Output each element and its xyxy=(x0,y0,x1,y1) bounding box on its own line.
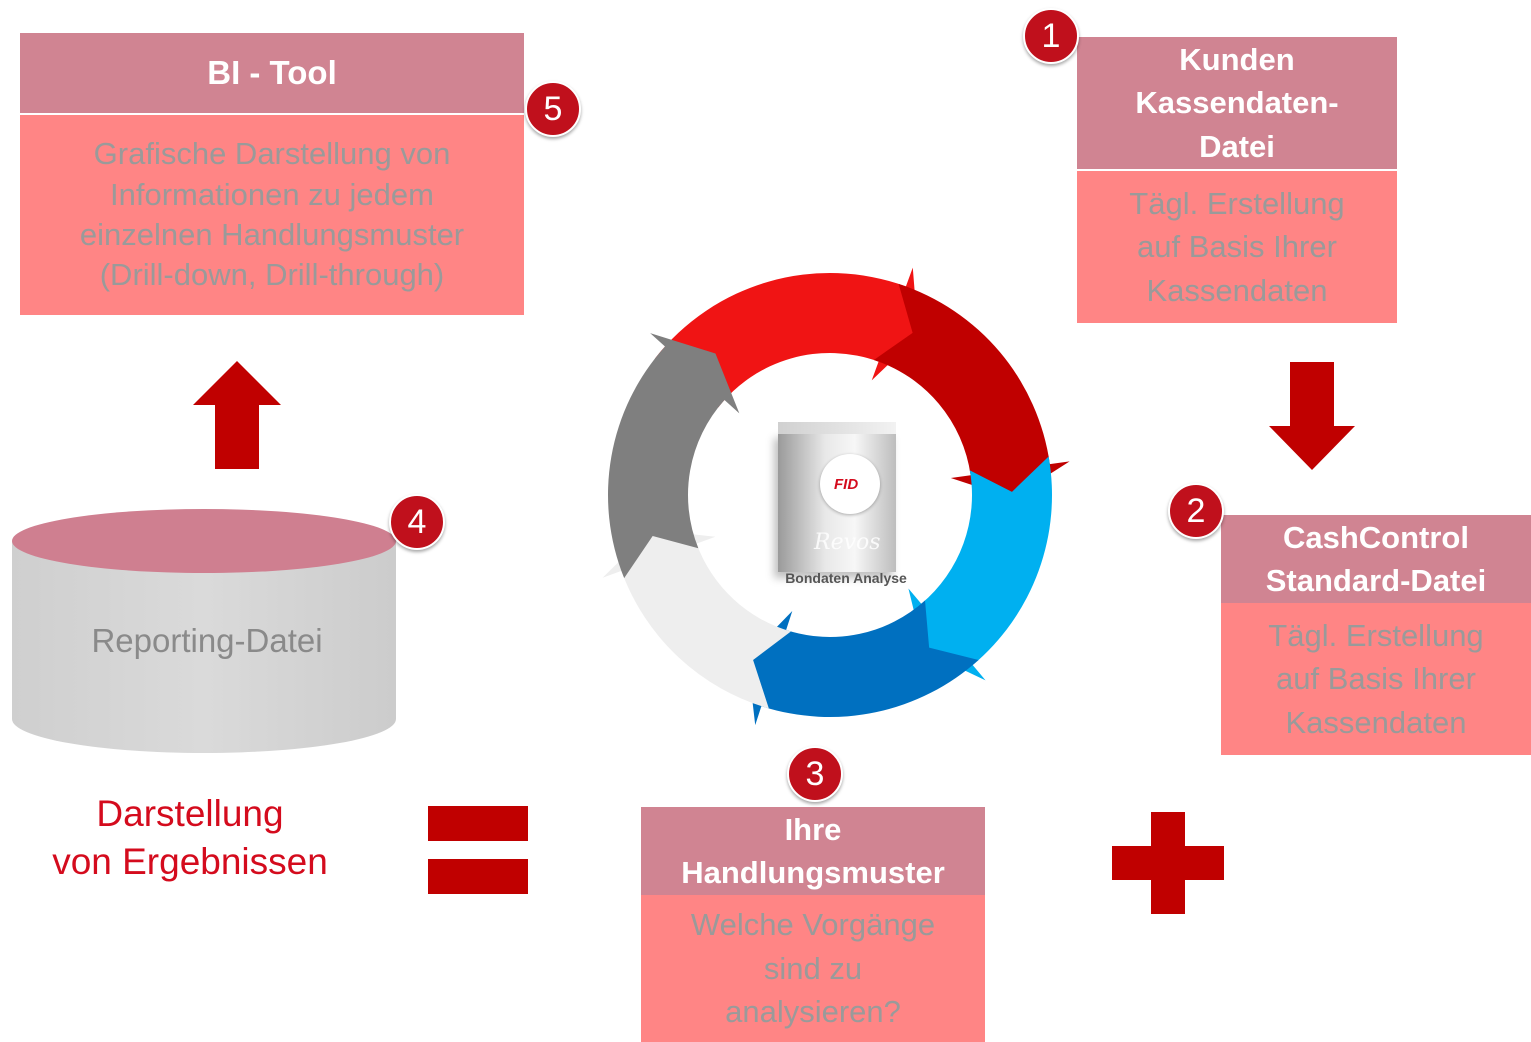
bi-tool-description: Grafische Darstellung von Informationen … xyxy=(20,113,524,315)
reporting-file-label: Reporting-Datei xyxy=(91,622,323,659)
step-badge-5: 5 xyxy=(525,81,581,137)
cycle-arrows-icon xyxy=(602,267,1070,726)
cycle-arrow-light-gray xyxy=(602,529,791,709)
equals-icon xyxy=(428,806,528,894)
arrow-up-icon xyxy=(193,361,281,469)
kunden-kassendaten-title: Kunden Kassendaten- Datei xyxy=(1077,37,1397,169)
bi-tool-title: BI - Tool xyxy=(20,33,524,113)
cashcontrol-box: CashControl Standard-Datei Tägl. Erstell… xyxy=(1221,515,1531,755)
product-box-image: FID Revos xyxy=(768,418,902,574)
kunden-kassendaten-box: Kunden Kassendaten- Datei Tägl. Erstellu… xyxy=(1077,37,1397,323)
step-badge-2: 2 xyxy=(1168,483,1224,539)
cycle-arrow-dark-red xyxy=(873,283,1070,499)
reporting-database-cylinder xyxy=(12,509,396,753)
cycle-arrow-gray xyxy=(608,333,740,579)
bi-tool-box: BI - Tool Grafische Darstellung von Info… xyxy=(20,33,524,315)
arrow-down-icon xyxy=(1269,362,1355,470)
handlungsmuster-title: Ihre Handlungsmuster xyxy=(641,807,985,895)
cycle-arrow-light-blue xyxy=(908,456,1052,681)
handlungsmuster-box: Ihre Handlungsmuster Welche Vorgänge sin… xyxy=(641,807,985,1042)
plus-icon xyxy=(1112,812,1224,914)
product-brand-label: FID xyxy=(834,476,859,493)
cashcontrol-title: CashControl Standard-Datei xyxy=(1221,515,1531,603)
step-badge-4: 4 xyxy=(389,494,445,550)
step-badge-3: 3 xyxy=(787,746,843,802)
handlungsmuster-description: Welche Vorgänge sind zu analysieren? xyxy=(641,895,985,1042)
step-badge-1: 1 xyxy=(1023,8,1079,64)
cashcontrol-description: Tägl. Erstellung auf Basis Ihrer Kassend… xyxy=(1221,603,1531,755)
product-name-label: Revos xyxy=(814,530,881,555)
product-caption: Bondaten Analyse xyxy=(785,570,907,586)
result-caption: Darstellung von Ergebnissen xyxy=(52,793,328,883)
cycle-arrow-blue xyxy=(747,600,979,726)
product-logo-circle xyxy=(820,454,880,514)
kunden-kassendaten-description: Tägl. Erstellung auf Basis Ihrer Kassend… xyxy=(1077,169,1397,323)
